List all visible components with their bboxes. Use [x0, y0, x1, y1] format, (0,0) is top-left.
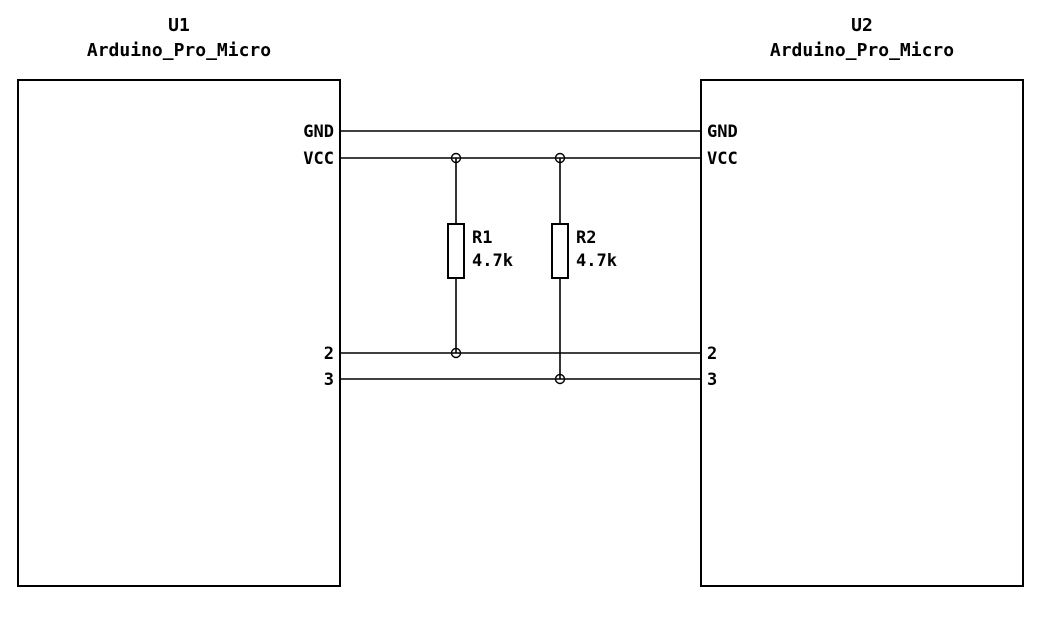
- u1-reference-label: U1: [168, 15, 190, 36]
- component-u2: U2 Arduino_Pro_Micro GND VCC 2 3: [700, 15, 1024, 587]
- r2-body: [551, 223, 569, 279]
- u1-pin-3-label: 3: [324, 370, 334, 390]
- junction-r1-vcc: [450, 152, 462, 164]
- component-r1: R1 4.7k: [447, 158, 513, 353]
- r1-body: [447, 223, 465, 279]
- u1-value-label: Arduino_Pro_Micro: [87, 40, 271, 61]
- u1-body: [17, 79, 341, 587]
- junction-r2-pin3: [554, 373, 566, 385]
- u2-reference-label: U2: [851, 15, 873, 36]
- u2-pin-vcc-label: VCC: [707, 149, 738, 169]
- u1-pin-gnd-label: GND: [303, 122, 334, 142]
- r1-reference-label: R1: [472, 228, 492, 248]
- u1-pin-vcc-label: VCC: [303, 149, 334, 169]
- u2-pin-3-label: 3: [707, 370, 717, 390]
- u2-body: [700, 79, 1024, 587]
- u2-pin-2-label: 2: [707, 344, 717, 364]
- r2-reference-label: R2: [576, 228, 596, 248]
- r2-value-label: 4.7k: [576, 251, 617, 271]
- u1-pin-2-label: 2: [324, 344, 334, 364]
- u2-value-label: Arduino_Pro_Micro: [770, 40, 954, 61]
- u2-pin-gnd-label: GND: [707, 122, 738, 142]
- component-r2: R2 4.7k: [551, 158, 617, 379]
- junction-r2-vcc: [554, 152, 566, 164]
- r1-value-label: 4.7k: [472, 251, 513, 271]
- component-u1: U1 Arduino_Pro_Micro GND VCC 2 3: [17, 15, 341, 587]
- junction-r1-pin2: [450, 347, 462, 359]
